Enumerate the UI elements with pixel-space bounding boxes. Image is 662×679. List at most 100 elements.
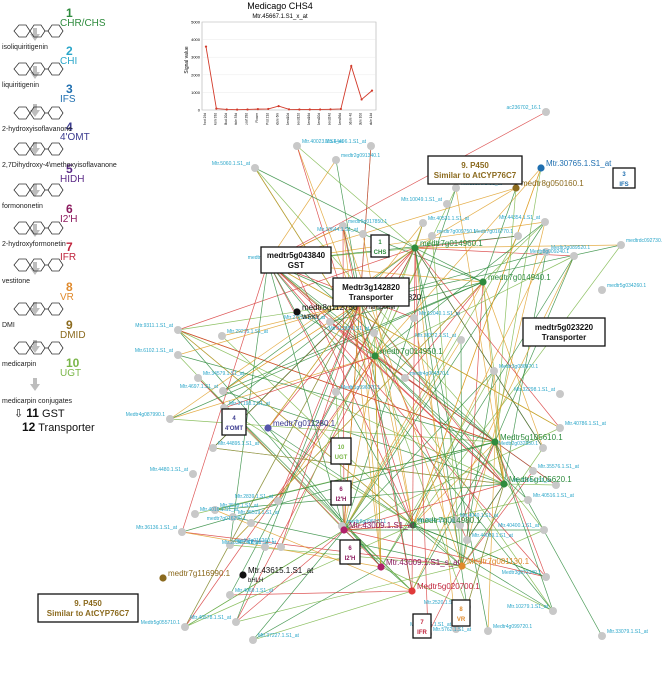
gene-label: Mtr.9311.1.S1_at: [135, 323, 173, 329]
key-gene-annotation: Transporter: [365, 305, 396, 311]
gene-label: Mtr.4016.1.S1_at: [200, 507, 239, 513]
gene-node: [211, 506, 219, 514]
network-edge: [223, 407, 413, 592]
step-10-number: 10: [66, 356, 80, 370]
gene-node: [332, 156, 340, 164]
gene-label: Mtr.2634.1.S1_at: [222, 540, 261, 546]
network-edge: [503, 251, 547, 485]
gene-label: Mtr.11295.1.S1_at: [329, 326, 370, 332]
network-edge: [493, 370, 505, 485]
gene-label: Mtr.38372.1.S1_at: [415, 333, 456, 339]
gene-node: [401, 374, 409, 382]
gene-label: Mtr.10279.1.S1_at: [507, 604, 548, 610]
network-edge: [296, 311, 376, 357]
svg-text:GST: GST: [288, 261, 305, 270]
network-edge: [374, 167, 542, 357]
gene-node: [419, 219, 427, 227]
compound-label: 2-hydroxyformonetin: [2, 241, 66, 248]
x-tick-label: Seed10d: [286, 113, 290, 125]
gene-node: [326, 318, 334, 326]
gene-label: Medtr3g086670.1: [499, 364, 538, 370]
gene-label: Mtr.34579.1.S1_at: [203, 371, 244, 377]
gene-node: [443, 200, 451, 208]
network-edge: [494, 441, 603, 637]
network-edge: [343, 187, 457, 531]
network-edge: [343, 235, 519, 531]
network-edge: [169, 355, 376, 420]
gene-label: Mtr.29275.1.S1_at: [227, 329, 268, 335]
gene-label: Mtr.12040.1.S1_at: [419, 311, 460, 317]
network-edge: [267, 159, 337, 263]
pathway-arrow-stem: [33, 378, 37, 384]
step-7-number: 7: [66, 240, 73, 254]
network-edge: [214, 483, 505, 511]
pathway-arrow-stem: [33, 184, 37, 190]
gene-label: Mtr.2520.1.S1_at: [424, 600, 463, 606]
network-edge: [184, 524, 414, 628]
gene-node: [249, 636, 257, 644]
network-edge: [461, 370, 495, 567]
down-arrow-icon: [30, 190, 40, 197]
down-arrow-icon: [30, 230, 40, 237]
network-edge: [494, 441, 505, 485]
gene-label: Mtr.44069.1.S1_at: [472, 533, 513, 539]
gene-node: [598, 286, 606, 294]
gene-node: [410, 314, 418, 322]
gene-node: [514, 232, 522, 240]
key-gene-node: [340, 526, 348, 534]
step-7-enzyme: IFR: [60, 252, 77, 263]
series-line: [205, 46, 373, 111]
gene-node: [617, 241, 625, 249]
gene-node: [226, 541, 234, 549]
network-edge: [414, 247, 489, 632]
gene-node: [247, 519, 255, 527]
gene-label: Mtr.40516.1.S1_at: [533, 493, 574, 499]
gene-node: [540, 526, 548, 534]
annotation-box-i2h_b: 6I2'H: [339, 539, 361, 565]
x-tick-label: Vegetative Bud 20d: [224, 113, 228, 125]
compound-label: 2,7Dihydroxy-4\methoxyisoflavanone: [2, 162, 117, 169]
network-edge: [494, 255, 575, 443]
svg-text:4: 4: [232, 416, 236, 422]
gene-node: [428, 232, 436, 240]
network-edge: [466, 281, 484, 541]
gene-label: Mtr.44354.1.S1_at: [499, 215, 540, 221]
network-edge: [414, 247, 457, 630]
data-point: [225, 108, 228, 111]
y-tick-label: 0: [198, 108, 201, 113]
gene-node: [209, 444, 217, 452]
gene-node: [251, 164, 259, 172]
step-12-number: 12: [22, 420, 36, 434]
network-edge: [267, 427, 382, 568]
network-edge: [343, 529, 547, 578]
gene-label: Medtr4g099720.1: [493, 624, 532, 630]
data-point: [308, 108, 311, 111]
gene-label: Mtr.27292.1.S1_at: [284, 315, 325, 321]
gene-label: medtr4g064370.1: [410, 371, 449, 377]
svg-text:IFR: IFR: [417, 630, 427, 636]
network-edge: [252, 529, 345, 641]
step-3-number: 3: [66, 82, 73, 96]
network-edge: [461, 221, 546, 567]
network-edge: [359, 301, 382, 568]
key-gene-label: medtr7g116990.1: [168, 569, 231, 578]
svg-text:Similar to AtCYP76C7: Similar to AtCYP76C7: [434, 171, 517, 180]
chemical-structure-icon: [13, 258, 64, 272]
network-edge: [412, 524, 547, 578]
data-point: [360, 98, 363, 101]
network-edge: [222, 247, 416, 392]
key-gene-node: [371, 352, 379, 360]
network-edge: [431, 235, 463, 567]
key-gene-label: medtr7g014940.1: [488, 273, 551, 282]
key-gene-node: [264, 424, 272, 432]
x-tick-label: Seed12d: [296, 113, 300, 125]
gene-label: Mtr.37227.1.S1_at: [258, 633, 299, 639]
network-edge: [455, 187, 505, 485]
gene-label: Mtr.4480.1.S1_at: [150, 467, 189, 473]
network-edge: [374, 355, 505, 485]
network-edge: [411, 247, 416, 592]
network-edge: [412, 499, 529, 526]
network-nodes: [159, 108, 625, 644]
